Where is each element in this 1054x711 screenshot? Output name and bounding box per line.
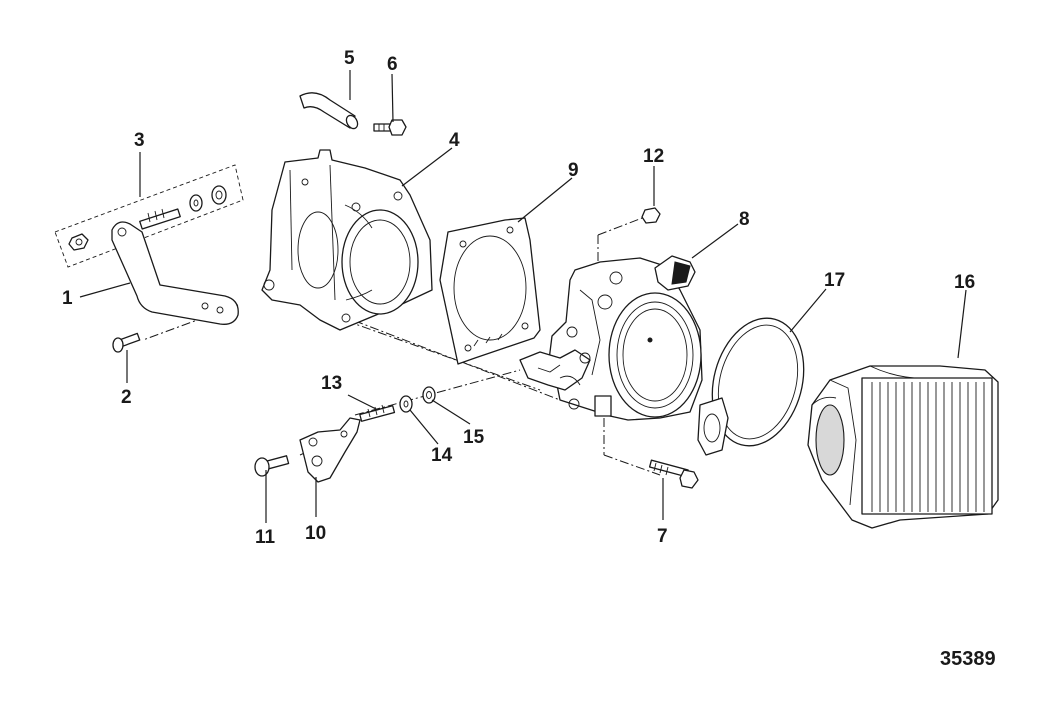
nut-icon bbox=[211, 185, 227, 205]
small-bracket-part bbox=[299, 417, 361, 483]
callout-labels: 1 2 3 4 5 6 7 8 9 10 11 12 13 14 15 16 1… bbox=[62, 48, 975, 548]
stud-icon bbox=[139, 208, 181, 230]
callout-17: 17 bbox=[824, 270, 845, 291]
callout-13: 13 bbox=[321, 373, 342, 394]
screw-icon bbox=[373, 119, 407, 136]
callout-14: 14 bbox=[431, 445, 453, 466]
nut-icon bbox=[422, 386, 436, 404]
stud-hardware-group bbox=[54, 164, 244, 268]
callout-9: 9 bbox=[568, 160, 579, 181]
callout-16: 16 bbox=[954, 272, 975, 293]
nut-icon bbox=[641, 207, 661, 224]
arrestor-fins bbox=[871, 382, 985, 512]
callout-10: 10 bbox=[305, 523, 326, 544]
callout-11: 11 bbox=[255, 527, 276, 548]
screw-icon bbox=[359, 404, 396, 422]
callout-5: 5 bbox=[344, 48, 355, 69]
throttle-body-part bbox=[519, 255, 703, 421]
callout-12: 12 bbox=[643, 146, 664, 167]
leader-lines bbox=[79, 70, 967, 523]
adapter-housing-part bbox=[261, 149, 433, 331]
callout-8: 8 bbox=[739, 209, 750, 230]
hose-icon bbox=[299, 92, 359, 130]
callout-2: 2 bbox=[121, 387, 132, 408]
screw-icon bbox=[112, 332, 141, 353]
bracket-part bbox=[111, 221, 239, 325]
callout-6: 6 bbox=[387, 54, 398, 75]
figure-id: 35389 bbox=[940, 648, 996, 670]
callout-15: 15 bbox=[463, 427, 485, 448]
callout-4: 4 bbox=[449, 130, 460, 151]
nut-icon bbox=[68, 233, 89, 251]
bolt-icon bbox=[648, 459, 699, 489]
callout-7: 7 bbox=[657, 526, 668, 547]
washer-icon bbox=[399, 395, 413, 413]
hose-clamp-part bbox=[697, 317, 805, 456]
screw-icon bbox=[254, 455, 290, 477]
washer-icon bbox=[189, 194, 203, 212]
flame-arrestor-part bbox=[807, 365, 999, 529]
callout-3: 3 bbox=[134, 130, 145, 151]
gasket-part bbox=[439, 217, 541, 365]
callout-1: 1 bbox=[62, 288, 73, 309]
